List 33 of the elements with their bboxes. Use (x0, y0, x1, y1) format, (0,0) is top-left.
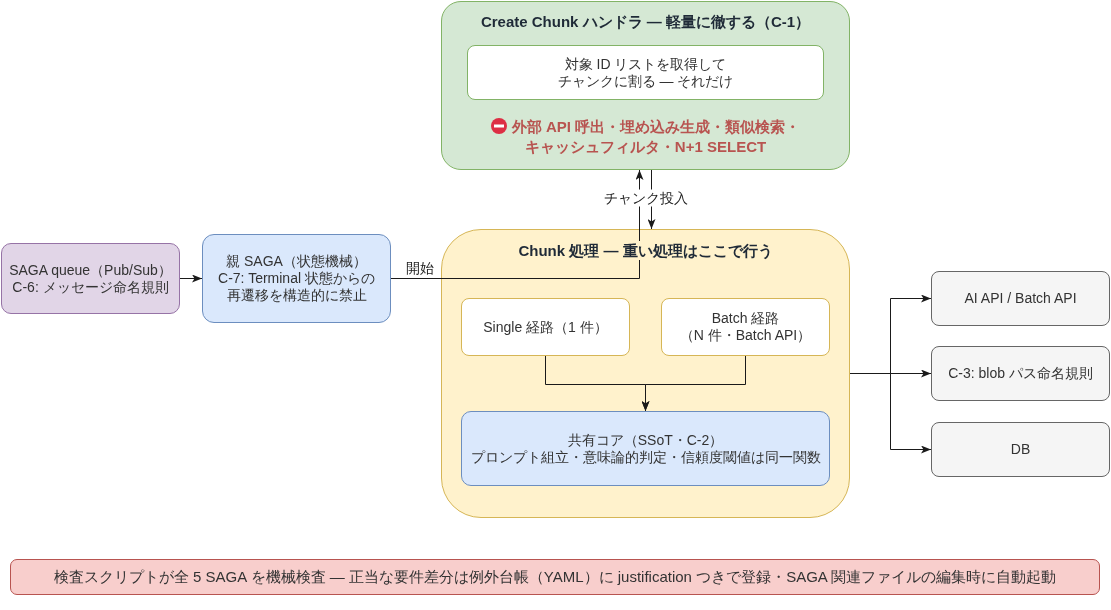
arrow (179, 274, 203, 283)
process-box (202, 234, 391, 323)
service-box (931, 271, 1110, 326)
node-text: プロンプト組立・意味論的判定・信頼度閾値は同一関数 (470, 448, 821, 466)
arrow (849, 373, 932, 454)
node-text: Single 経路（1 件） (483, 318, 608, 336)
node-text: C-6: メッセージ命名規則 (12, 278, 169, 296)
route-box (661, 298, 830, 356)
node-text: SAGA queue（Pub/Sub） (9, 261, 172, 279)
node-text: C-7: Terminal 状態からの再遷移を構造的に禁止 (217, 270, 376, 304)
queue-box (1, 243, 180, 314)
arrow (641, 355, 746, 412)
node-text: 検査スクリプトが全 5 SAGA を機械検査 — 正当な要件差分は例外台帳（YAML）に justification つきで登録・SAGA 関連ファイルの編集時に自動起動 (53, 568, 1057, 586)
edge-label: チャンク投入 (601, 189, 690, 207)
node-text: DB (1010, 441, 1031, 458)
process-box (467, 45, 824, 100)
core-box (461, 411, 830, 486)
processing-panel (441, 229, 850, 518)
service-box (931, 422, 1110, 477)
handler-panel (441, 1, 850, 170)
warning-text: 外部 API 呼出・埋め込み生成・類似検索・キャッシュフィルタ・N+1 SELECT (511, 118, 801, 155)
node-text: 対象 ID リストを取得してチャンクに割る — それだけ (556, 55, 735, 90)
service-box (931, 346, 1110, 401)
node-text: （N 件・Batch API） (679, 327, 812, 344)
route-box (461, 298, 630, 356)
node-text: 共有コア（SSoT・C-2） (567, 431, 724, 449)
node-text: AI API / Batch API (964, 290, 1077, 307)
node-text: Batch 経路 (711, 310, 780, 327)
node-text: 親 SAGA（状態機械） (226, 253, 367, 270)
edge-label: 開始 (404, 259, 436, 277)
arrow (390, 169, 644, 279)
note-banner (10, 559, 1100, 595)
node-text: C-3: blob パス命名規則 (948, 365, 1093, 382)
